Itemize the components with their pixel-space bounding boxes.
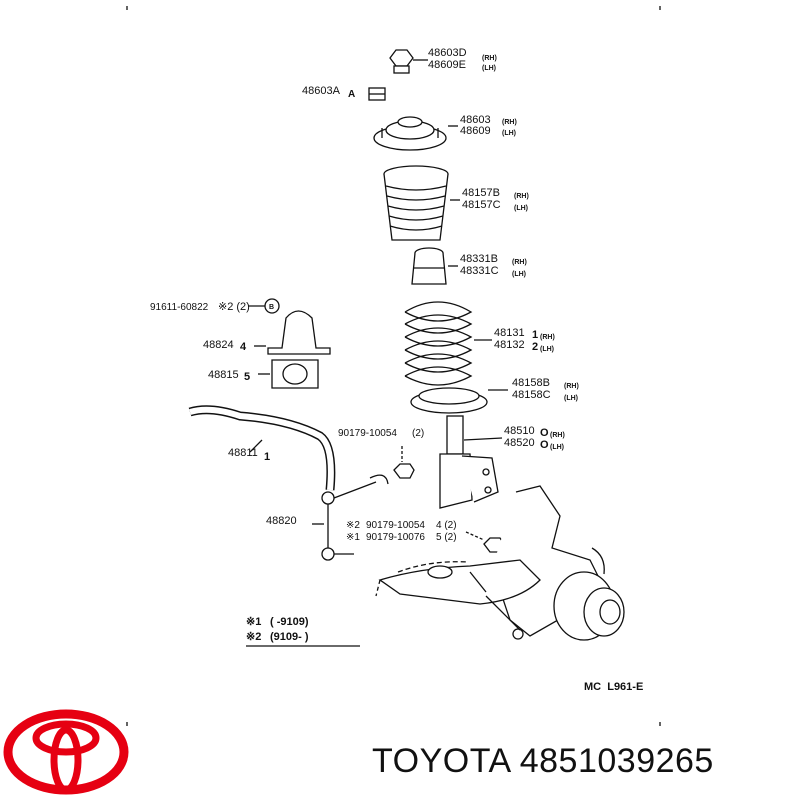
diagram-code: MC L961-E <box>584 681 643 693</box>
label-48158c: 48158C <box>512 389 551 401</box>
label-48132: 48132 <box>494 339 525 351</box>
lower-arm-part <box>375 559 541 631</box>
part-number: 4851039265 <box>519 742 714 780</box>
qty-spring-lh: 2 <box>532 341 538 353</box>
bump-stopper-part <box>411 247 458 285</box>
marker-b: B <box>269 304 274 311</box>
label-48824: 48824 <box>203 339 234 351</box>
legend-range-2: (9109- ) <box>270 631 309 643</box>
steering-knuckle-part <box>489 485 625 641</box>
label-48603: 48603 <box>460 114 491 126</box>
label-48820: 48820 <box>266 515 297 527</box>
stabilizer-bracket-part <box>254 310 331 355</box>
shock-absorber-part <box>439 415 503 509</box>
label-48157c: 48157C <box>462 199 501 211</box>
suffix-rh: (RH) <box>514 193 529 200</box>
label-48157b: 48157B <box>462 187 500 199</box>
label-90179-10054-b: 90179-10054 <box>366 520 425 531</box>
suffix-lh: (LH) <box>550 444 564 451</box>
qty-bushing: 5 <box>244 371 250 383</box>
strut-support-part <box>373 116 458 151</box>
label-91611-60822: 91611-60822 <box>150 302 209 313</box>
marker-o-lh: O <box>540 439 549 451</box>
marker-o-rh: O <box>540 427 549 439</box>
legend-range-1: ( -9109) <box>270 616 309 628</box>
suffix-rh: (RH) <box>482 55 497 62</box>
brand-name: TOYOTA <box>372 742 510 780</box>
stabilizer-link-part <box>312 474 389 561</box>
spring-seat-part <box>410 387 508 414</box>
suffix-lh: (LH) <box>502 130 516 137</box>
code-1: ※1 <box>346 532 360 543</box>
dust-boot-part <box>383 165 460 241</box>
top-nut-part <box>389 49 428 74</box>
label-48609: 48609 <box>460 125 491 137</box>
legend-code-1: ※1 <box>246 616 261 628</box>
label-48331b: 48331B <box>460 253 498 265</box>
suffix-lh: (LH) <box>514 205 528 212</box>
link-nut-part <box>393 446 415 479</box>
qty-nut-4: 4 (2) <box>436 520 457 531</box>
suffix-rh: (RH) <box>502 119 517 126</box>
qty-bolt: ※2 (2) <box>218 301 250 313</box>
marker-a: A <box>348 89 355 100</box>
suffix-rh: (RH) <box>550 432 565 439</box>
suffix-lh: (LH) <box>482 65 496 72</box>
suffix-rh: (RH) <box>540 334 555 341</box>
suffix-lh: (LH) <box>540 346 554 353</box>
label-48331c: 48331C <box>460 265 499 277</box>
suffix-rh: (RH) <box>512 259 527 266</box>
suffix-rh: (RH) <box>564 383 579 390</box>
stabilizer-bar-part <box>188 405 336 491</box>
label-48815: 48815 <box>208 369 239 381</box>
qty-spring-rh: 1 <box>532 329 538 341</box>
label-48811: 48811 <box>228 447 258 459</box>
qty-bracket: 4 <box>240 341 247 353</box>
marker-b-circle <box>264 298 280 314</box>
brand-title: TOYOTA 4851039265 <box>372 742 714 781</box>
coil-spring-part <box>404 301 492 386</box>
label-48520: 48520 <box>504 437 535 449</box>
label-90179-10076: 90179-10076 <box>366 532 425 543</box>
label-48603d: 48603D <box>428 47 467 59</box>
legend-code-2: ※2 <box>246 631 261 643</box>
suffix-lh: (LH) <box>564 395 578 402</box>
label-48603a: 48603A <box>302 85 341 97</box>
toyota-logo-icon <box>3 709 129 795</box>
label-48510: 48510 <box>504 425 535 437</box>
label-48131: 48131 <box>494 327 525 339</box>
qty-nut-5: 5 (2) <box>436 532 457 543</box>
code-2: ※2 <box>346 520 360 531</box>
qty-link-nut: (2) <box>412 428 424 439</box>
stabilizer-bushing-part <box>258 359 319 389</box>
label-48609e: 48609E <box>428 59 466 71</box>
label-90179-10054: 90179-10054 <box>338 428 397 439</box>
suffix-lh: (LH) <box>512 271 526 278</box>
label-48158b: 48158B <box>512 377 550 389</box>
qty-stabilizer: 1 <box>264 451 270 463</box>
nut-a-part <box>368 87 386 101</box>
